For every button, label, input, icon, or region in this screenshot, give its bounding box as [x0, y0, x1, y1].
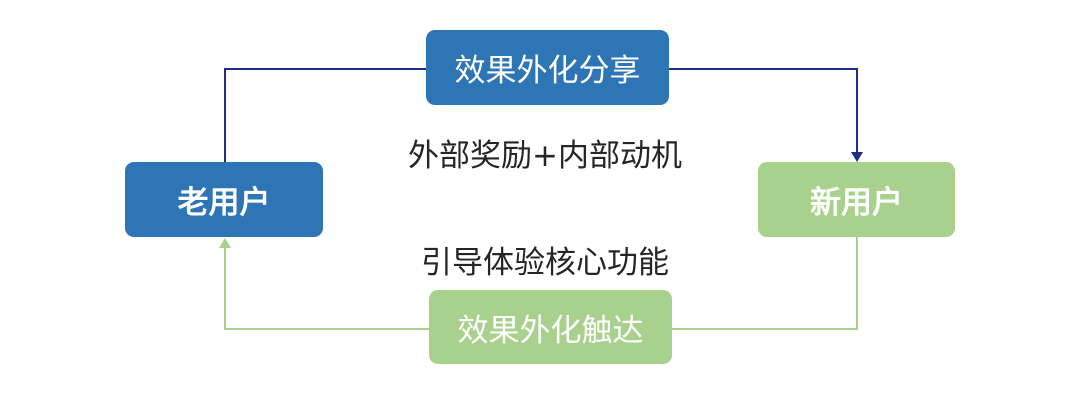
guide-caption: 引导体验核心功能: [421, 245, 669, 281]
old-user-node-label: 老用户: [177, 185, 271, 221]
share-node-label: 效果外化分享: [454, 53, 641, 89]
arrowhead-down-icon: [851, 152, 863, 162]
reach-node-label: 效果外化触达: [457, 312, 644, 349]
new-user-node-label: 新用户: [810, 185, 903, 221]
share-node: 效果外化分享: [426, 30, 669, 105]
arrowhead-up-icon: [219, 238, 231, 248]
old-user-node: 老用户: [125, 162, 323, 237]
reach-node: 效果外化触达: [429, 290, 672, 364]
new-user-node: 新用户: [758, 162, 955, 237]
motivation-caption: 外部奖励+内部动机: [408, 138, 682, 174]
